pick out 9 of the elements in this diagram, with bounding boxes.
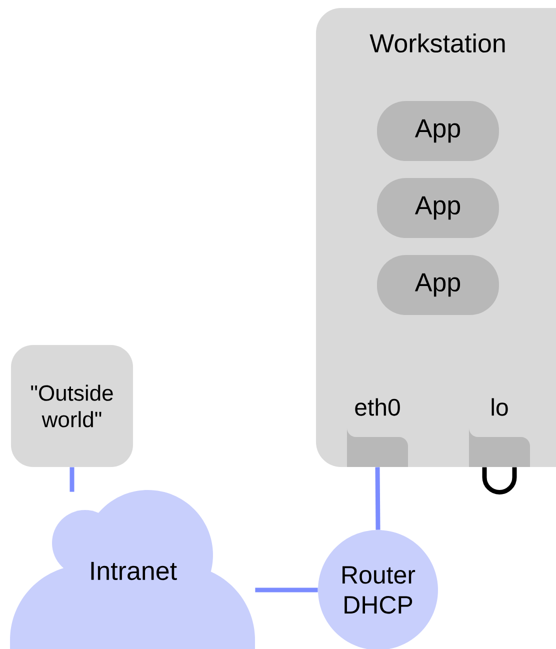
port-box: eth0 — [347, 398, 408, 467]
connector-line — [255, 588, 318, 592]
node-label: lo — [492, 398, 508, 416]
connector-line — [70, 467, 74, 492]
port-box: lo — [469, 398, 530, 467]
cloud: Intranet — [10, 490, 255, 649]
rounded-box: "Outside world" — [11, 345, 133, 467]
node-label: eth0 — [355, 398, 400, 416]
connector-line — [375, 467, 380, 530]
